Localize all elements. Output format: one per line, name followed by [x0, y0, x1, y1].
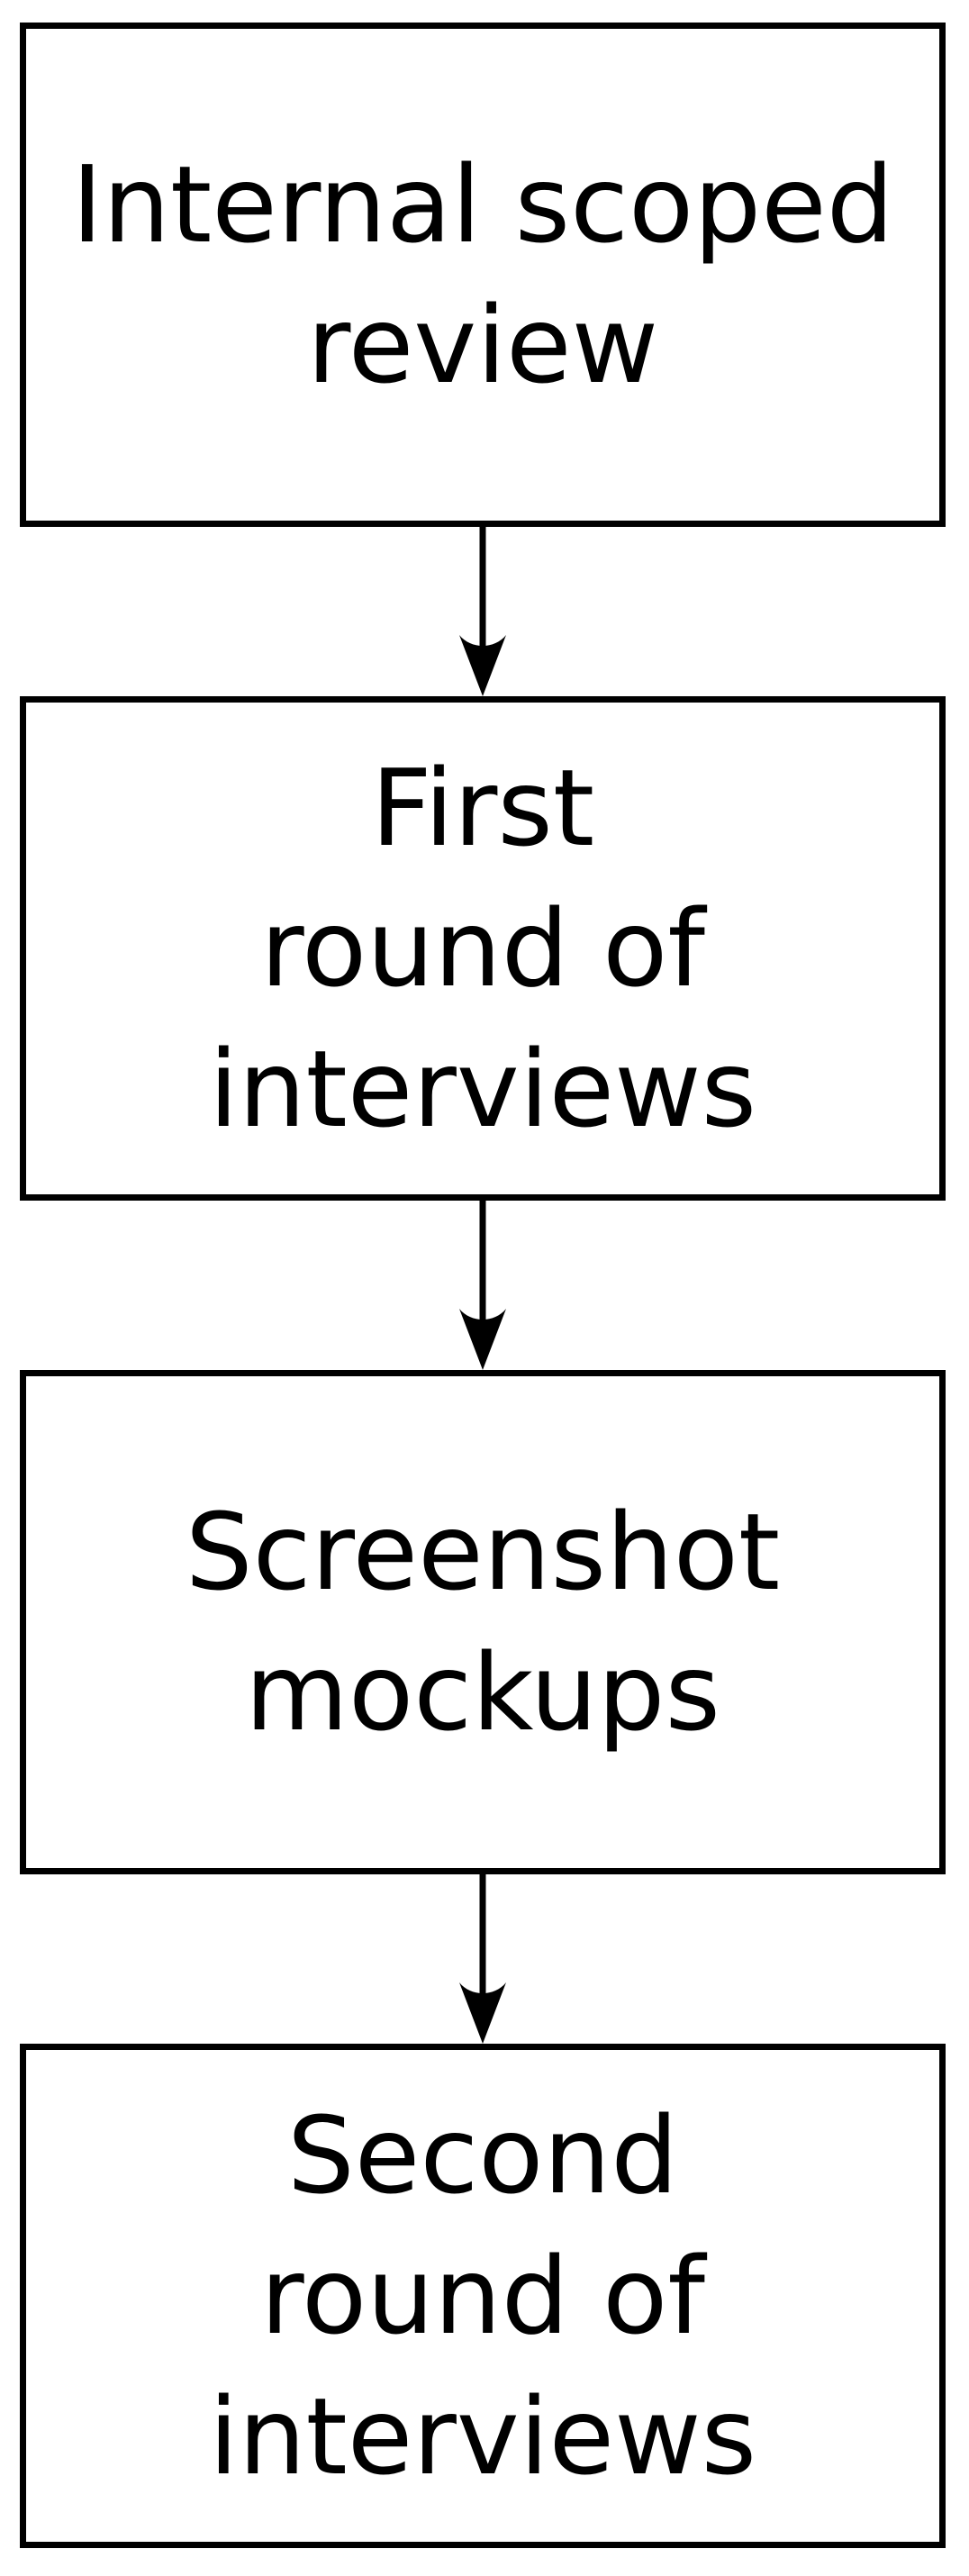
arrow-down-icon: [459, 1874, 506, 2044]
node-label-line: Internal scoped: [71, 142, 894, 267]
node-label-line: review: [306, 283, 659, 407]
node-label-line: round of: [260, 2234, 705, 2358]
node-label-line: mockups: [245, 1630, 720, 1755]
flow-connector: [20, 1201, 946, 1370]
flow-node-second-round-of-interviews: Second round of interviews: [20, 2044, 946, 2548]
flow-node-internal-scoped-review: Internal scoped review: [20, 23, 946, 527]
arrow-down-icon: [459, 1201, 506, 1370]
flow-node-screenshot-mockups: Screenshot mockups: [20, 1370, 946, 1874]
node-label-line: First: [370, 746, 595, 870]
flow-connector: [20, 527, 946, 696]
flow-node-first-round-of-interviews: First round of interviews: [20, 696, 946, 1201]
arrow-down-icon: [459, 527, 506, 696]
flow-connector: [20, 1874, 946, 2044]
node-label-line: Screenshot: [185, 1490, 781, 1614]
node-label-line: Second: [286, 2093, 679, 2218]
node-label-line: interviews: [208, 1027, 757, 1151]
node-label-line: interviews: [208, 2374, 757, 2499]
node-label-line: round of: [260, 886, 705, 1011]
